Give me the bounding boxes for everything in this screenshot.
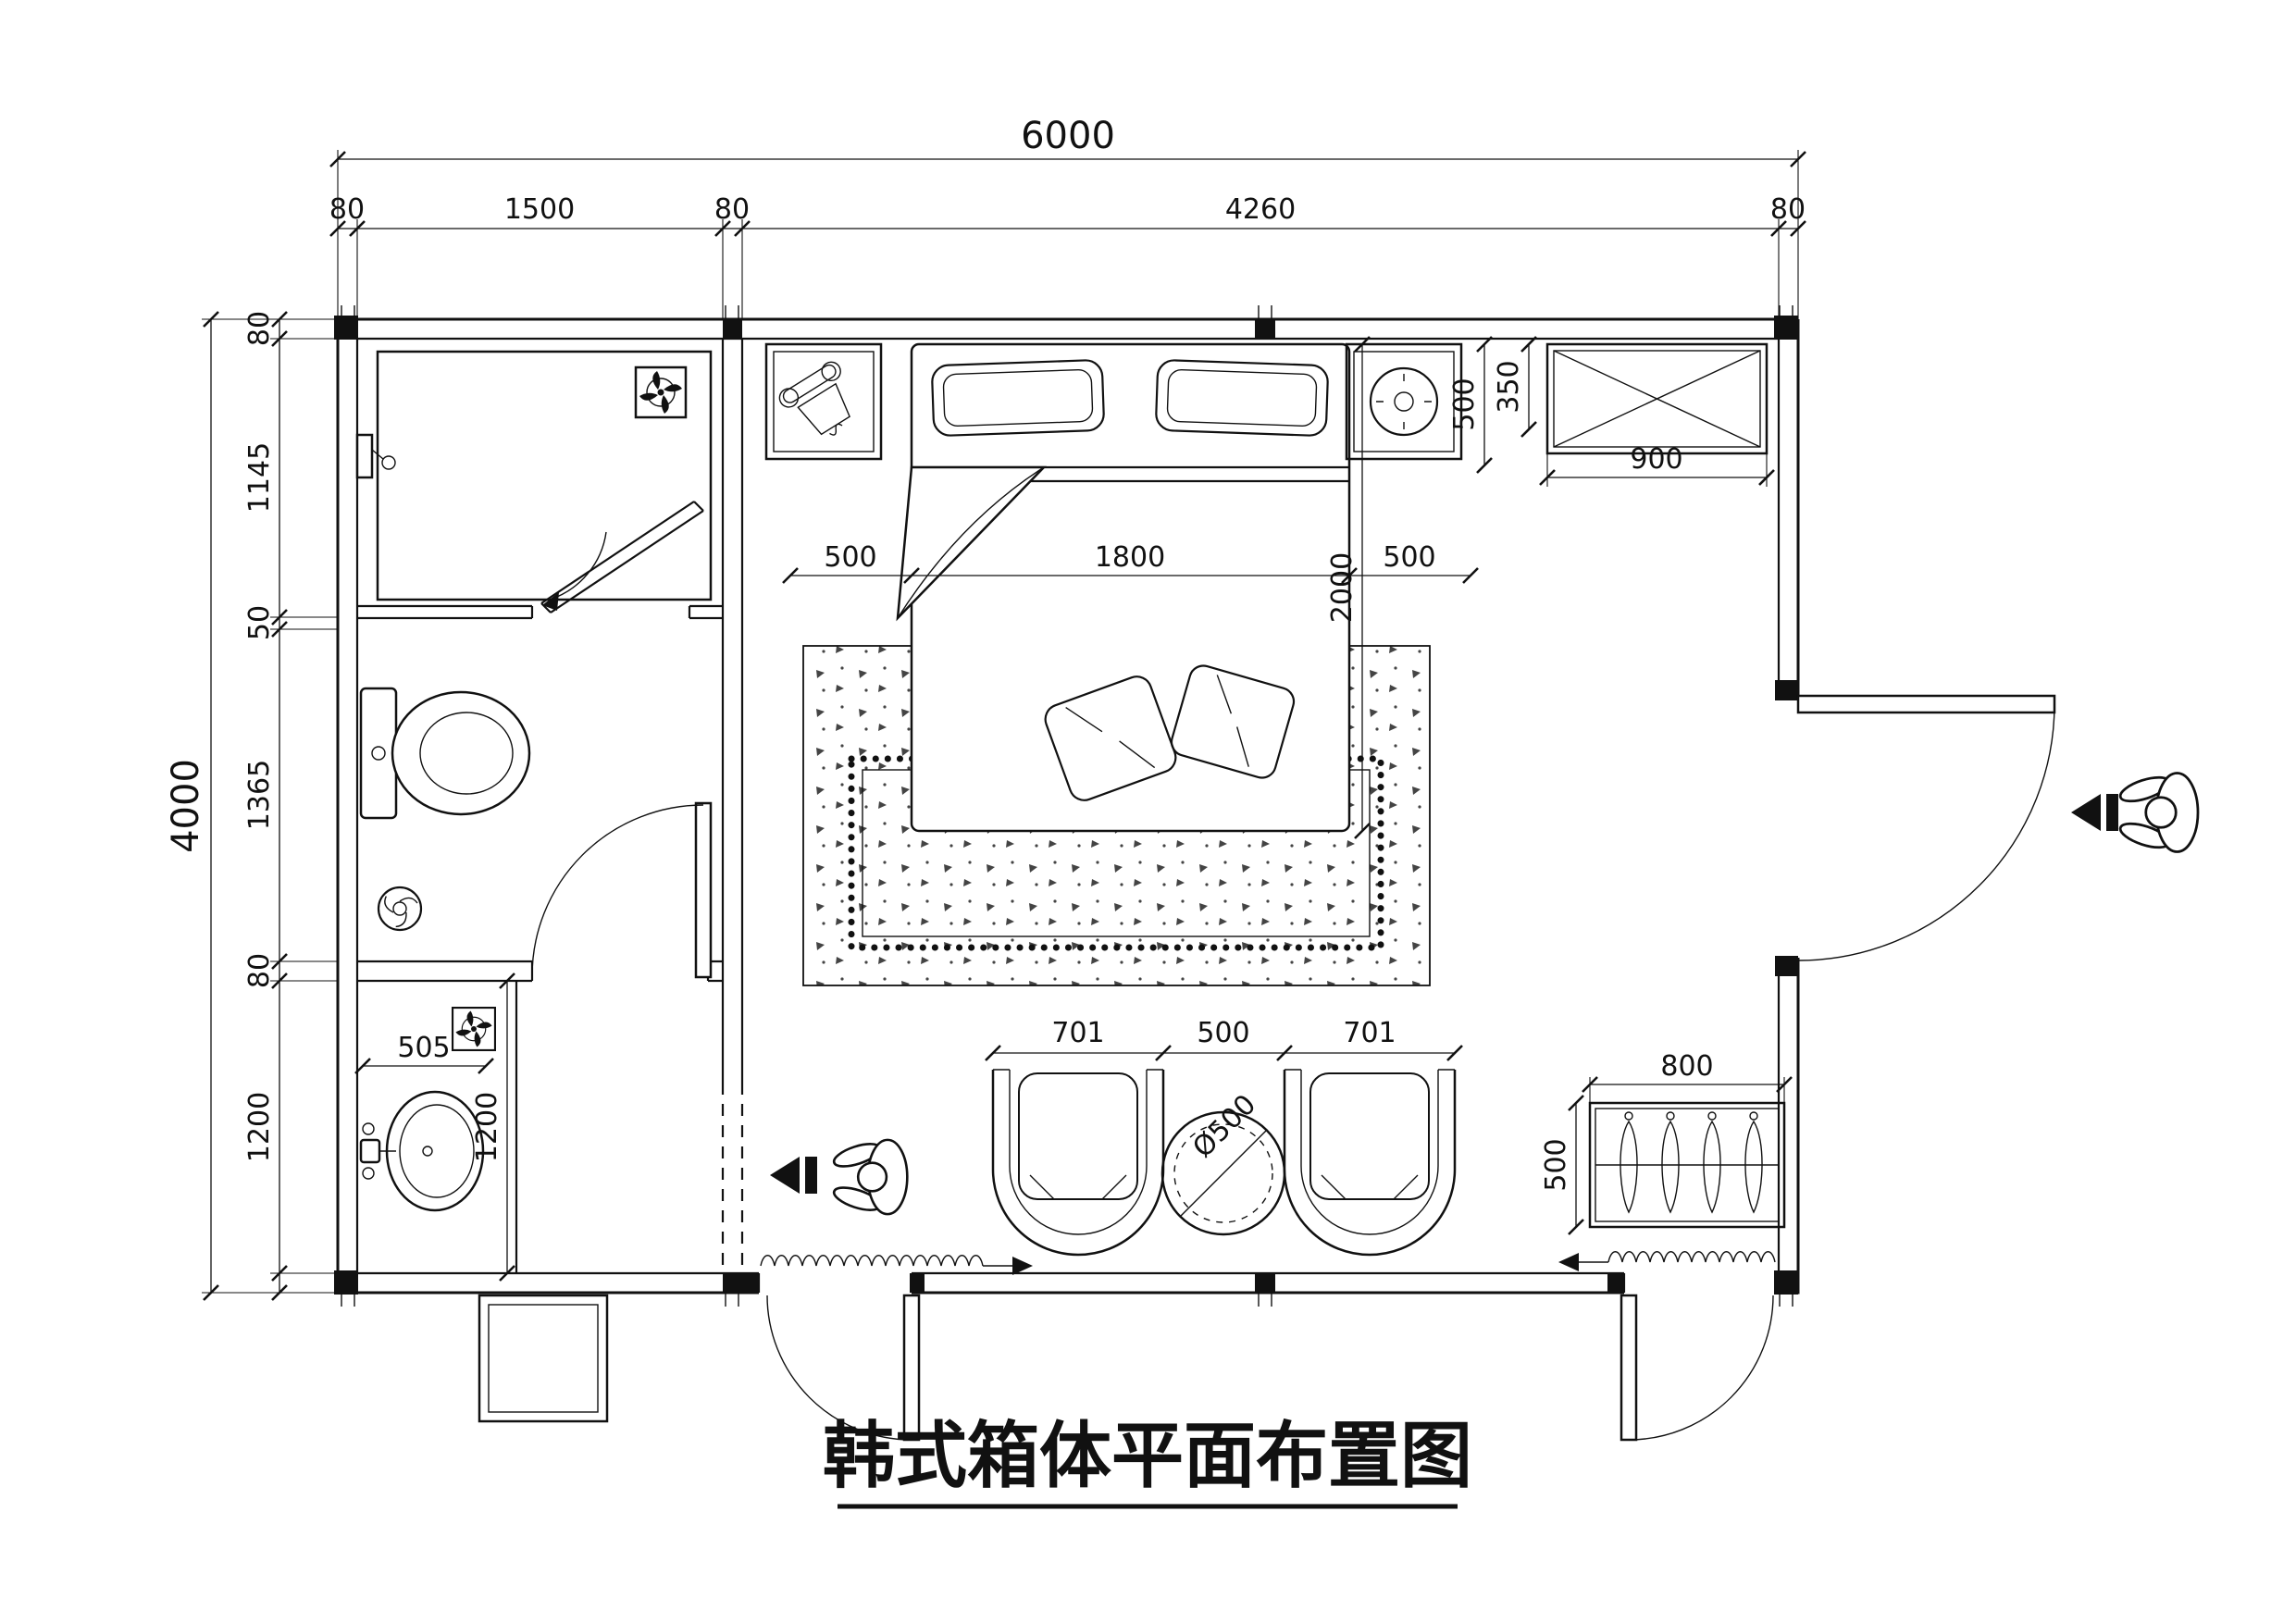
- dim-seating-1: 500: [1197, 1017, 1249, 1049]
- bed: [896, 342, 1351, 833]
- dim-seating-0: 701: [1051, 1017, 1104, 1049]
- cased-opening-dashed: [721, 1083, 744, 1273]
- wardrobe: 800 500: [1540, 1050, 1793, 1235]
- direction-arrow-icon: [770, 1157, 817, 1194]
- shower-curb: [357, 604, 723, 620]
- dim-cabinet-offset: 350: [1493, 360, 1525, 413]
- dim-overall-height: 4000: [165, 759, 207, 853]
- shower-enclosure: [376, 350, 713, 601]
- shower-door: [540, 501, 704, 613]
- dim-left-2: 50: [243, 605, 276, 640]
- dimension-left: 4000 80 1145 50 1365 80 1200: [165, 311, 338, 1301]
- dim-top-4: 80: [1770, 193, 1806, 226]
- telephone-icon: [778, 361, 850, 436]
- armchair-right: [1283, 1068, 1457, 1257]
- round-table: Ø500: [1160, 1088, 1286, 1236]
- exterior-door-bottom-right: [1620, 1294, 1774, 1442]
- bathroom: 505 1200: [354, 350, 713, 1282]
- dim-vanity-width: 505: [397, 1032, 450, 1064]
- doors: [478, 694, 2056, 1442]
- plan-title: 韩式箱体平面布置图: [823, 1415, 1472, 1498]
- structural-posts: [334, 305, 1798, 1307]
- throw-pillow: [1044, 675, 1177, 801]
- dim-left-1: 1145: [243, 442, 276, 513]
- toilet: [359, 687, 531, 820]
- exhaust-fan-icon: [634, 365, 688, 419]
- person-figure: [830, 1138, 909, 1216]
- blanket-fold: [896, 465, 1047, 622]
- bedroom: 500 1800 500 2000 500 350 900: [764, 336, 1775, 986]
- bathroom-door: [531, 801, 713, 979]
- dim-top-3: 4260: [1225, 193, 1296, 226]
- dim-wardrobe-depth: 500: [1540, 1138, 1572, 1191]
- clothes-hanger-icon: [1620, 1111, 1763, 1214]
- wall-cabinet: [1545, 342, 1769, 455]
- toilet-room-wall: [357, 960, 723, 983]
- dim-nightstand-depth: 500: [1448, 378, 1481, 430]
- nightstand-right: [1345, 342, 1463, 461]
- floor-drain-vent-icon: [451, 1006, 497, 1052]
- dim-top-2: 80: [714, 193, 750, 226]
- shower-mixer-icon: [355, 433, 396, 479]
- dim-left-4: 80: [243, 953, 276, 988]
- exterior-door-bottom-left: [766, 1294, 921, 1442]
- dim-bed-right: 500: [1383, 541, 1435, 574]
- nightstand-left: [764, 342, 883, 461]
- armchair-left: [991, 1068, 1165, 1257]
- screen-door-coil-left: [760, 1255, 1033, 1275]
- pillow: [1155, 359, 1329, 437]
- dim-cabinet-width: 900: [1630, 443, 1682, 476]
- dim-overall-width: 6000: [1021, 115, 1115, 157]
- dim-seating-2: 701: [1343, 1017, 1396, 1049]
- lamp-icon: [1369, 366, 1439, 437]
- throw-pillow: [1170, 664, 1296, 779]
- dim-left-0: 80: [243, 311, 276, 346]
- dim-top-1: 1500: [504, 193, 575, 226]
- entry-door-right: [1796, 694, 2056, 961]
- dim-bed-left: 500: [824, 541, 876, 574]
- dim-vanity-length: 1200: [471, 1092, 503, 1162]
- dim-left-5: 1200: [243, 1092, 276, 1162]
- dim-top-0: 80: [329, 193, 365, 226]
- bathroom-partition-wall: [721, 339, 744, 1083]
- seating-area: Ø500 701 500 701: [985, 1017, 1463, 1257]
- screen-door-coil-right: [1558, 1251, 1776, 1271]
- dim-left-3: 1365: [243, 760, 276, 830]
- step-platform: [478, 1294, 609, 1423]
- dim-bed-width: 1800: [1095, 541, 1165, 574]
- pillow: [931, 359, 1105, 437]
- dimension-top: 6000 80 1500 80 4260 80: [329, 115, 1806, 319]
- direction-arrow-icon: [2071, 794, 2118, 831]
- title-block: 韩式箱体平面布置图: [823, 1415, 1472, 1509]
- washbasin: [359, 1090, 485, 1212]
- dim-wardrobe-width: 800: [1660, 1050, 1713, 1083]
- dim-table-diameter: Ø500: [1186, 1088, 1262, 1164]
- person-figure: [2116, 771, 2200, 854]
- floor-drain-icon: [377, 886, 423, 932]
- faucet-icon: [359, 1122, 396, 1180]
- dim-bed-length: 2000: [1326, 552, 1359, 623]
